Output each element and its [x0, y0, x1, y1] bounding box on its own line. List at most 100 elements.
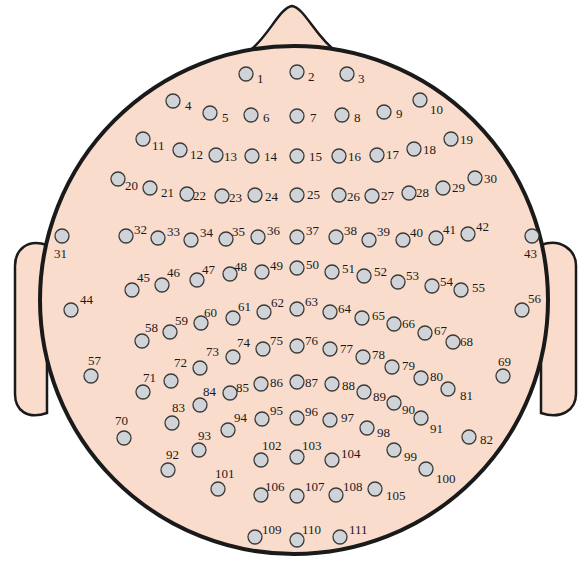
callout-number: 12 [190, 147, 203, 163]
electrode-dot [323, 305, 337, 319]
electrode-dot [441, 382, 455, 396]
electrode-dot [290, 339, 304, 353]
callout-number: 15 [309, 149, 322, 165]
callout-number: 102 [262, 438, 282, 454]
callout-number: 45 [137, 270, 150, 286]
callout-number: 62 [271, 295, 284, 311]
electrode-dot [203, 106, 217, 120]
electrode-dot [193, 361, 207, 375]
electrode-dot [155, 278, 169, 292]
electrode-dot [248, 530, 262, 544]
callout-number: 38 [344, 223, 357, 239]
electrode-dot [462, 430, 476, 444]
callout-number: 27 [381, 188, 394, 204]
callout-number: 56 [528, 291, 541, 307]
callout-number: 84 [203, 384, 216, 400]
electrode-dot [365, 189, 379, 203]
electrode-dot [429, 231, 443, 245]
callout-number: 43 [524, 246, 537, 262]
callout-number: 36 [267, 223, 280, 239]
callout-number: 86 [270, 375, 283, 391]
callout-number: 49 [270, 258, 283, 274]
callout-number: 11 [152, 138, 165, 154]
callout-number: 85 [236, 380, 249, 396]
electrode-dot [385, 360, 399, 374]
callout-number: 22 [193, 188, 206, 204]
callout-number: 26 [347, 189, 360, 205]
electrode-dot [135, 334, 149, 348]
callout-number: 82 [480, 432, 493, 448]
electrode-dot [290, 149, 304, 163]
callout-number: 70 [115, 413, 128, 429]
electrode-dot [368, 482, 382, 496]
callout-number: 104 [341, 446, 361, 462]
electrode-dot [184, 233, 198, 247]
callout-number: 51 [342, 261, 355, 277]
callout-number: 19 [460, 132, 473, 148]
callout-number: 79 [402, 358, 415, 374]
callout-number: 108 [343, 479, 363, 495]
electrode-dot [387, 396, 401, 410]
callout-number: 32 [134, 222, 147, 238]
callout-number: 58 [145, 320, 158, 336]
electrode-dot [209, 148, 223, 162]
callout-number: 9 [396, 106, 403, 122]
callout-number: 7 [310, 110, 317, 126]
electrode-dot [329, 230, 343, 244]
callout-number: 80 [430, 369, 443, 385]
callout-number: 67 [434, 323, 447, 339]
callout-number: 92 [166, 447, 179, 463]
electrode-dot [444, 132, 458, 146]
electrode-dot [119, 229, 133, 243]
callout-number: 41 [443, 222, 456, 238]
callout-number: 59 [175, 313, 188, 329]
callout-number: 93 [198, 428, 211, 444]
callout-number: 13 [224, 149, 237, 165]
callout-number: 91 [430, 421, 443, 437]
electrode-dot [290, 302, 304, 316]
callout-number: 77 [340, 341, 353, 357]
electrode-dot [190, 273, 204, 287]
electrode-dot [496, 369, 510, 383]
electrode-dot [165, 416, 179, 430]
electrode-dot [64, 303, 78, 317]
callout-number: 81 [460, 388, 473, 404]
callout-number: 20 [125, 178, 138, 194]
electrode-dot [192, 443, 206, 457]
electrode-dot [290, 109, 304, 123]
callout-number: 35 [232, 224, 245, 240]
callout-number: 74 [237, 335, 250, 351]
electrode-dot [468, 171, 482, 185]
electrode-dot [357, 385, 371, 399]
callout-number: 98 [377, 425, 390, 441]
callout-number: 31 [54, 246, 67, 262]
electrode-dot [125, 283, 139, 297]
callout-number: 1 [257, 71, 264, 87]
callout-number: 46 [167, 265, 180, 281]
callout-number: 37 [306, 223, 319, 239]
electrode-dot [335, 108, 349, 122]
callout-number: 2 [308, 69, 315, 85]
electrode-dot [340, 67, 354, 81]
electrode-dot [244, 108, 258, 122]
electrode-dot [55, 229, 69, 243]
callout-number: 8 [354, 110, 361, 126]
callout-number: 106 [265, 479, 285, 495]
callout-number: 107 [305, 479, 325, 495]
electrode-dot [413, 93, 427, 107]
electrode-dot [387, 443, 401, 457]
electrode-dot [84, 369, 98, 383]
electrode-dot [525, 229, 539, 243]
callout-number: 111 [349, 522, 368, 538]
callout-number: 95 [270, 403, 283, 419]
electrode-dot [111, 172, 125, 186]
callout-number: 40 [410, 225, 423, 241]
electrode-dot [290, 188, 304, 202]
callout-number: 42 [476, 219, 489, 235]
callout-number: 71 [143, 370, 156, 386]
electrode-dot [215, 189, 229, 203]
electrode-dot [414, 371, 428, 385]
electrode-dot [245, 149, 259, 163]
electrode-dot [290, 450, 304, 464]
